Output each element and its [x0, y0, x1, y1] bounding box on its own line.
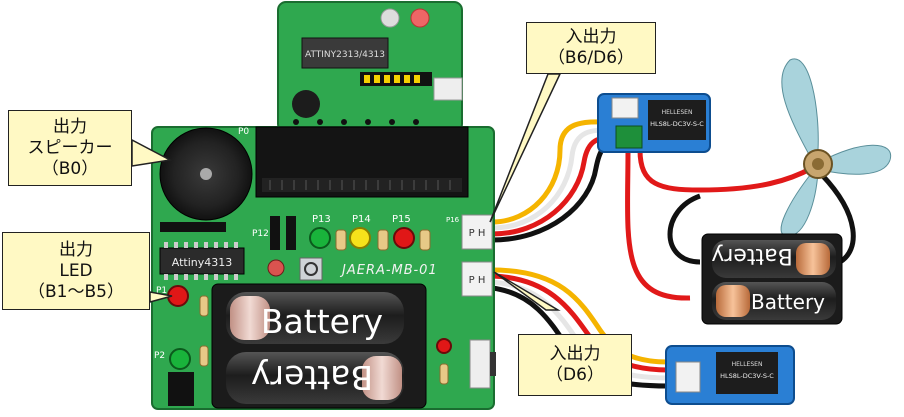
wire-red-relay-battery	[625, 149, 691, 301]
led-yellow-p14	[349, 227, 371, 249]
callout-led: 出力 LED （B1〜B5）	[2, 232, 150, 310]
callout-pointers	[131, 73, 562, 311]
pin-label-p13: P13	[312, 214, 331, 225]
pin-label-p2: P2	[154, 351, 165, 361]
battery-board-top	[226, 292, 404, 344]
relay-model-bottom: HLS8L-DC3V-S-C	[720, 372, 774, 380]
grove-connector-top	[461, 214, 493, 250]
wire-black-battery-loop	[667, 193, 701, 265]
wire-black-fan-battery	[820, 173, 856, 265]
battery-board-bottom	[226, 352, 404, 404]
battery-board-top-label: Battery	[261, 302, 383, 341]
callout-relay-top-line1: 入出力	[565, 27, 617, 47]
main-board: P0 Attiny4313 P12 P13 P14 P15	[151, 126, 496, 410]
pin-label-p16: P16	[446, 216, 460, 224]
battery-pack-right: Battery Battery	[701, 233, 843, 325]
relay-brand-top: HELLESEN	[662, 109, 693, 116]
propeller-fan	[780, 58, 892, 237]
callout-relay-top-line2: （B6/D6）	[547, 48, 635, 68]
battery-board-bottom-label: Battery	[251, 358, 373, 397]
pin-label-p14: P14	[352, 214, 371, 225]
relay-module-top: HELLESEN HLS8L-DC3V-S-C	[597, 93, 711, 153]
grove-connector-bottom	[461, 261, 493, 297]
wire-white-top	[491, 127, 613, 231]
callout-led-line3: （B1〜B5）	[28, 281, 124, 302]
main-ic-label: Attiny4313	[172, 256, 233, 269]
board-name: JAERA-MB-01	[339, 263, 438, 278]
callout-speaker: 出力 スピーカー （B0）	[8, 110, 132, 186]
pin-label-p15: P15	[392, 214, 411, 225]
resistors-top	[335, 229, 431, 251]
callout-speaker-line2: スピーカー	[27, 137, 113, 158]
wire-red-relay-fan	[637, 149, 814, 193]
buzzer-small	[292, 90, 320, 118]
led-green-p13	[309, 227, 331, 249]
main-ic	[159, 247, 245, 275]
callout-relay-bottom-line1: 入出力	[549, 344, 601, 364]
connector-label-top: P H	[469, 228, 486, 239]
daughter-board: ATTINY2313/4313	[277, 1, 463, 133]
pin-label-p0: P0	[238, 127, 249, 137]
callout-relay-top: 入出力 （B6/D6）	[526, 22, 656, 74]
wire-yellow-top	[491, 119, 613, 225]
led-red-p15	[393, 227, 415, 249]
callout-speaker-line3: （B0）	[41, 158, 99, 179]
connector-label-bottom: P H	[469, 275, 486, 286]
callout-led-line1: 出力	[59, 239, 93, 260]
battery-right-bottom-label: Battery	[751, 290, 825, 314]
chip-sub-label: ATTINY2313/4313	[305, 50, 385, 60]
pin-label-p1: P1	[156, 286, 167, 296]
callout-relay-bottom: 入出力 （D6）	[518, 334, 632, 396]
callout-led-line2: LED	[59, 260, 93, 281]
callout-speaker-line1: 出力	[53, 116, 87, 137]
pin-label-p12-left: P12	[252, 229, 269, 239]
wire-yellow-bottom	[491, 267, 669, 365]
relay-module-bottom: HELLESEN HLS8L-DC3V-S-C	[665, 345, 795, 405]
relay-brand-bottom: HELLESEN	[732, 361, 763, 368]
callout-relay-bottom-line2: （D6）	[546, 365, 604, 385]
relay-model-top: HLS8L-DC3V-S-C	[650, 120, 704, 128]
battery-right-top-label: Battery	[711, 243, 792, 268]
led-green-p2	[169, 348, 191, 370]
